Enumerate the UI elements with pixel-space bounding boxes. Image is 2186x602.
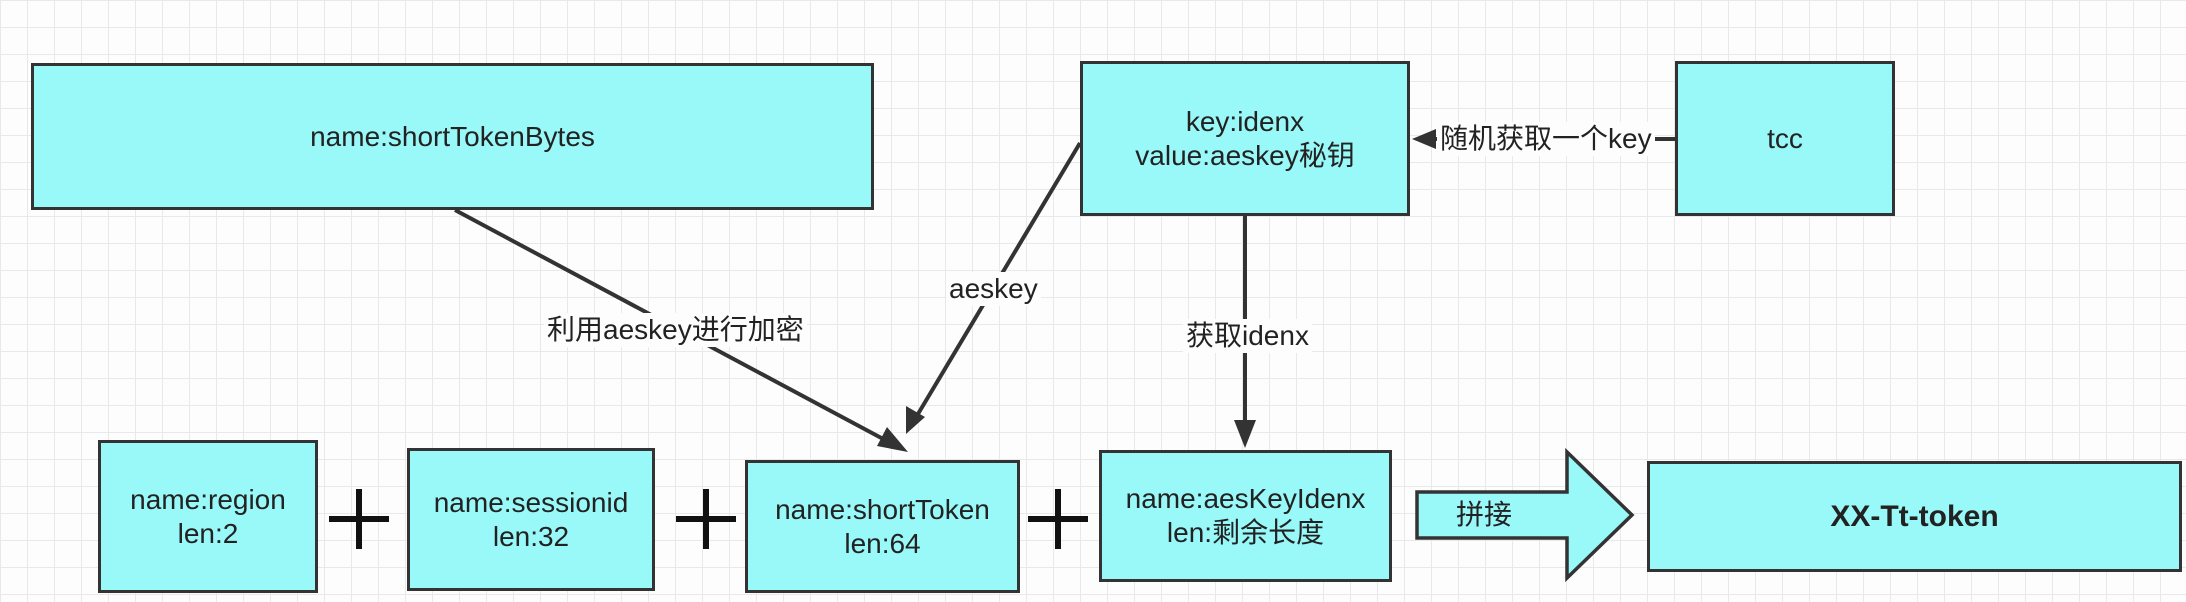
arrowhead-random-key [1412,129,1436,149]
node-region-name: name:region [130,483,286,515]
node-key-idenx-value: value:aeskey秘钥 [1135,139,1355,171]
arrowhead-get-idenx [1234,420,1256,448]
node-aes-key-idenx: name:aesKeyIdenx len:剩余长度 [1099,450,1392,582]
arrowhead-aeskey [906,406,925,434]
node-short-token-bytes: name:shortTokenBytes [31,63,874,210]
plus-icon [676,489,736,549]
concat-label: 拼接 [1456,499,1513,530]
node-short-token: name:shortToken len:64 [745,460,1020,593]
node-short-token-name: name:shortToken [775,493,990,525]
arrowhead-encrypt [877,427,908,452]
plus-icon [1028,489,1088,549]
node-tcc: tcc [1675,61,1895,216]
node-tcc-label: tcc [1767,122,1803,154]
node-sessionid: name:sessionid len:32 [407,448,655,591]
concat-arrow [1415,447,1635,583]
node-short-token-len: len:64 [844,527,921,559]
node-short-token-bytes-label: name:shortTokenBytes [310,120,595,152]
edge-label-aeskey: aeskey [946,272,1041,306]
node-sessionid-len: len:32 [492,520,570,552]
plus-icon [329,489,389,549]
node-sessionid-name: name:sessionid [433,486,629,518]
node-key-idenx-key: key:idenx [1185,105,1305,137]
node-xx-tt-token-label: XX-Tt-token [1830,499,1999,533]
node-aes-key-idenx-len: len:剩余长度 [1166,517,1325,548]
edge-label-get-idenx: 获取idenx [1183,319,1312,353]
node-region-len: len:2 [177,517,239,549]
node-region: name:region len:2 [98,440,318,593]
edge-label-encrypt: 利用aeskey进行加密 [544,313,807,347]
edge-label-random-key: 随机获取一个key [1437,122,1655,156]
node-key-idenx: key:idenx value:aeskey秘钥 [1080,61,1410,216]
node-aes-key-idenx-name: name:aesKeyIdenx [1125,483,1366,514]
node-xx-tt-token: XX-Tt-token [1647,461,2182,572]
